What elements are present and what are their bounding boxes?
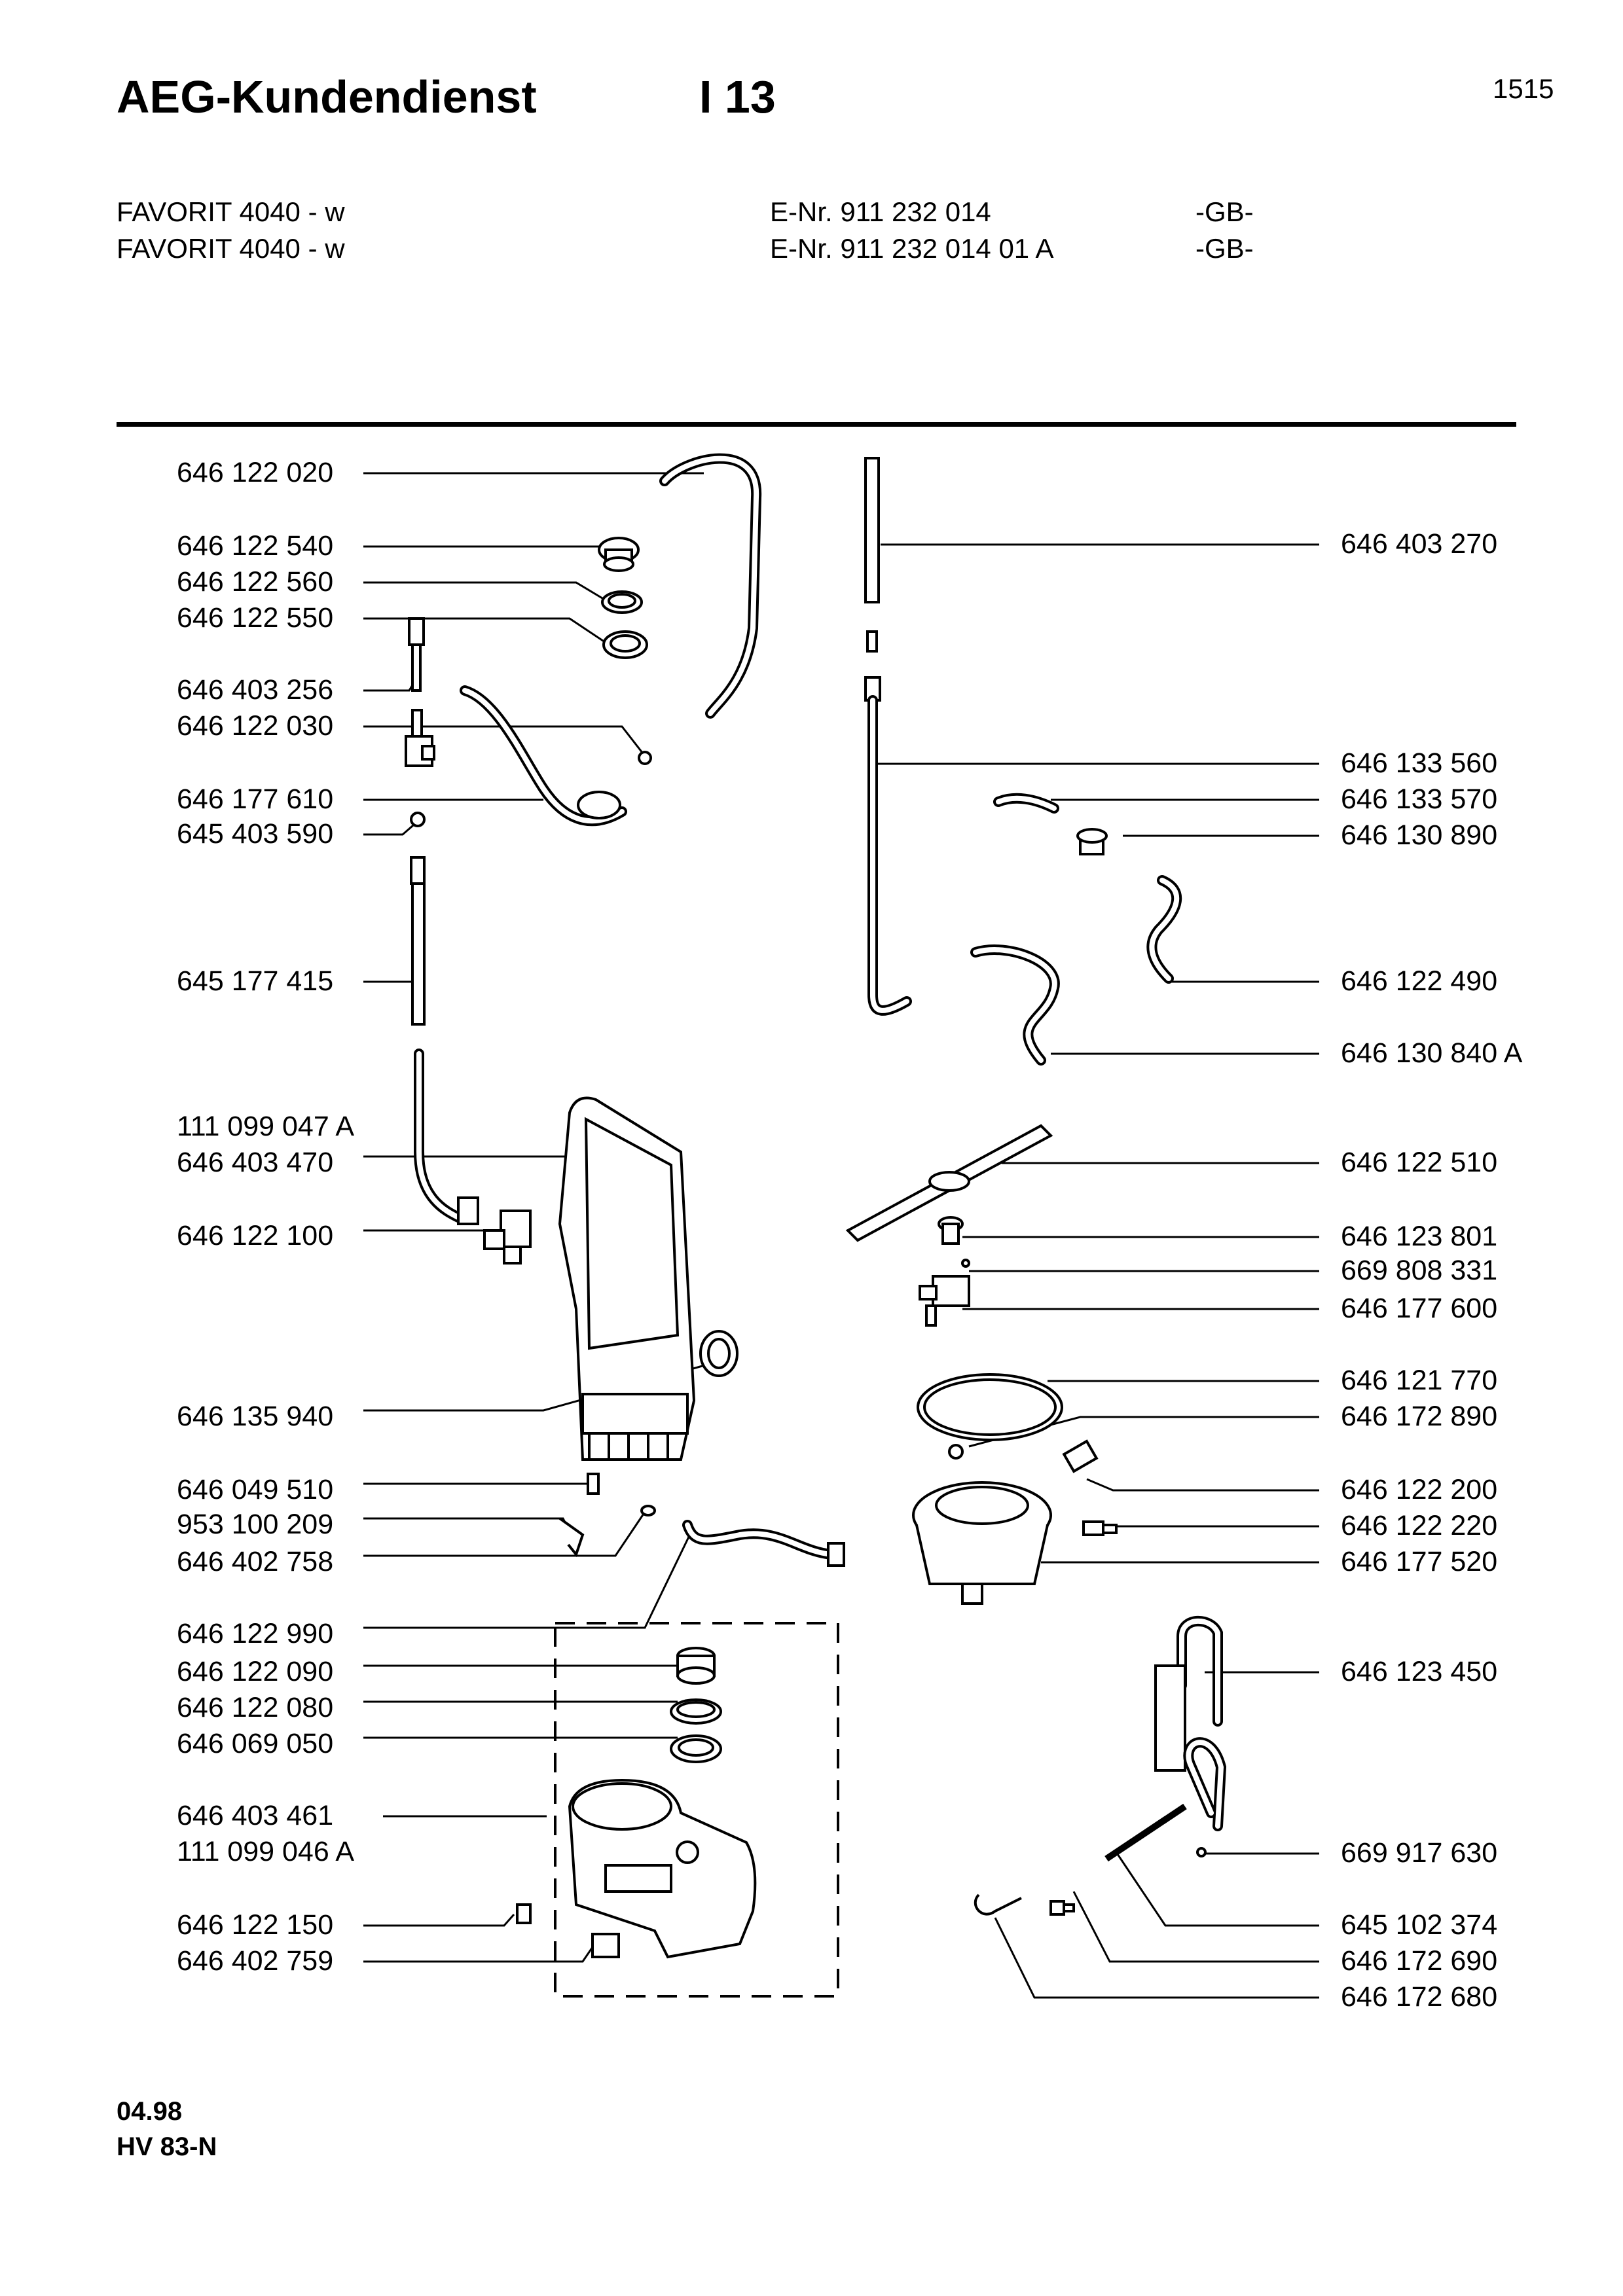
spray-arm-part: [845, 1124, 1053, 1242]
part-number-label: 646 122 510: [1341, 1147, 1498, 1178]
part-number-label: 646 177 610: [177, 783, 334, 815]
part-number-label: 646 069 050: [177, 1728, 334, 1759]
header-divider: [117, 422, 1516, 427]
model-name: FAVORIT 4040 - w: [117, 233, 345, 264]
page-title: AEG-Kundendienst: [117, 71, 537, 122]
part-number-label: 646 122 090: [177, 1656, 334, 1687]
model-country: -GB-: [1195, 196, 1254, 227]
part-number-label: 646 122 560: [177, 566, 334, 598]
part-number-label: 646 122 150: [177, 1909, 334, 1941]
drain-hose-part: [682, 1520, 845, 1567]
part-number-label: 646 123 801: [1341, 1221, 1498, 1252]
right-leader-lines: [877, 543, 1319, 1999]
part-number-label: 646 122 540: [177, 530, 334, 562]
valve-cap-part: [598, 537, 640, 572]
footer-date: 04.98: [117, 2097, 183, 2126]
clip-part: [410, 812, 426, 827]
part-number-label: 646 130 890: [1341, 819, 1498, 851]
part-number-label: 646 122 990: [177, 1618, 334, 1649]
page-number: 1515: [1493, 73, 1554, 104]
short-hose-part: [993, 793, 1059, 814]
long-pipe-part: [864, 676, 912, 1016]
clip-part: [1196, 1847, 1207, 1857]
spray-arm-support-part: [919, 1275, 970, 1327]
hook-part: [974, 1893, 1022, 1916]
non-return-valve-part: [1076, 828, 1108, 855]
part-number-label: 645 403 590: [177, 818, 334, 850]
inlet-hose-part: [414, 1049, 479, 1225]
o-ring-part: [640, 1505, 656, 1516]
part-number-label: 646 122 490: [1341, 965, 1498, 997]
part-number-label: 646 122 100: [177, 1220, 334, 1251]
hose-arc-part: [659, 453, 762, 719]
small-screw-part: [961, 1259, 970, 1268]
footer-code: HV 83-N: [117, 2132, 217, 2161]
part-number-label: 669 808 331: [1341, 1255, 1498, 1286]
part-number-label: 646 121 770: [1341, 1365, 1498, 1396]
part-number-label: 646 403 470: [177, 1147, 334, 1178]
part-number-label: 646 177 520: [1341, 1546, 1498, 1577]
part-number-label: 646 122 200: [1341, 1474, 1498, 1505]
salt-cap-part: [676, 1647, 716, 1685]
part-number-label: 646 172 680: [1341, 1981, 1498, 2013]
part-number-label: 646 177 600: [1341, 1293, 1498, 1324]
s-pipe-part: [1146, 875, 1182, 984]
sump-part: [912, 1481, 1052, 1605]
part-number-label: 646 403 256: [177, 674, 334, 706]
model-enr: E-Nr. 911 232 014 01 A: [770, 233, 1054, 264]
part-number-label: 646 403 461: [177, 1800, 334, 1831]
part-number-label: 646 133 570: [1341, 783, 1498, 815]
part-number-label: 646 135 940: [177, 1401, 334, 1432]
part-number-label: 646 172 890: [1341, 1401, 1498, 1432]
vertical-pipe-part: [864, 457, 880, 653]
part-number-label: 646 123 450: [1341, 1656, 1498, 1687]
sensor-part: [1049, 1900, 1075, 1916]
part-number-label: 646 049 510: [177, 1474, 334, 1505]
curved-hose-part: [460, 685, 627, 827]
part-number-label: 646 402 759: [177, 1945, 334, 1977]
cap-part: [516, 1903, 532, 1924]
pin-part: [948, 1444, 964, 1460]
hose-clip-part: [558, 1517, 585, 1558]
part-number-label: 645 102 374: [1341, 1909, 1498, 1941]
screw-part: [638, 751, 652, 765]
part-number-label: 646 172 690: [1341, 1945, 1498, 1977]
part-number-label: 646 122 030: [177, 710, 334, 742]
part-number-label: 646 403 270: [1341, 528, 1498, 560]
spray-arm-hub-part: [938, 1216, 964, 1245]
model-enr: E-Nr. 911 232 014: [770, 196, 991, 227]
part-number-label: 669 917 630: [1341, 1837, 1498, 1869]
part-number-label: 646 122 020: [177, 457, 334, 488]
bolt-part: [1082, 1520, 1118, 1536]
switch-part: [591, 1933, 620, 1958]
air-break-housing-part: [558, 1096, 696, 1461]
part-number-label: 111 099 046 A: [177, 1836, 354, 1867]
heater-element-part: [1104, 1737, 1227, 1862]
part-number-label: 646 122 550: [177, 602, 334, 634]
model-name: FAVORIT 4040 - w: [117, 196, 345, 227]
part-number-label: 645 177 415: [177, 965, 334, 997]
part-number-label: 646 402 758: [177, 1546, 334, 1577]
u-bracket-part: [1154, 1615, 1223, 1772]
softener-tank-part: [568, 1778, 757, 1959]
section-code: I 13: [699, 71, 776, 122]
model-country: -GB-: [1195, 233, 1254, 264]
connector-stem-part: [408, 617, 425, 692]
solenoid-valve-part: [483, 1210, 532, 1265]
part-number-label: 646 133 560: [1341, 747, 1498, 779]
left-leader-lines: [363, 472, 708, 1963]
part-number-label: 646 130 840 A: [1341, 1037, 1523, 1069]
fitting-part: [405, 709, 435, 767]
assembly-group-box: [554, 1622, 839, 1998]
part-number-label: 953 100 209: [177, 1509, 334, 1540]
curved-pipe-part: [970, 944, 1060, 1066]
part-number-label: 646 122 220: [1341, 1510, 1498, 1541]
part-number-label: 111 099 047 A: [177, 1111, 354, 1142]
straight-hose-part: [410, 856, 426, 1026]
plug-part: [587, 1473, 600, 1495]
plug-fitting-part: [1062, 1439, 1099, 1473]
part-number-label: 646 122 080: [177, 1692, 334, 1723]
